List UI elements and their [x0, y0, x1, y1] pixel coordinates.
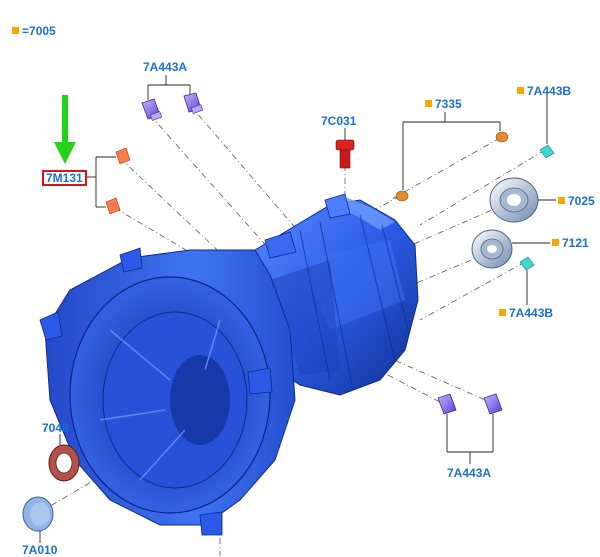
label-plug-top-right-text: 7A443B [527, 84, 572, 98]
label-highlighted-part: 7M131 [42, 170, 87, 186]
seal-large [489, 177, 539, 223]
square-marker-icon [517, 87, 524, 94]
fitting-top-right [539, 144, 555, 159]
label-plug-mid-right: 7A443B [499, 306, 553, 320]
bolt-top-right [183, 92, 204, 114]
label-front-seal: 7048 [42, 421, 69, 435]
label-plug-pair: 7335 [425, 97, 462, 111]
vent-plug [335, 139, 355, 169]
bolt-7m131-lower [105, 197, 121, 215]
legend: =7005 [12, 24, 56, 38]
square-marker-icon [552, 239, 559, 246]
drain-plug-upper [495, 131, 509, 143]
drain-plug-lower [395, 190, 409, 202]
legend-code: 7005 [29, 24, 56, 38]
label-seal-small-text: 7121 [562, 236, 589, 250]
square-marker-icon [558, 197, 565, 204]
transmission-housing [39, 193, 419, 536]
callout-brackets [39, 75, 556, 543]
front-seal [48, 444, 80, 482]
label-cap-plug: 7A010 [22, 543, 58, 557]
label-plug-top-right: 7A443B [517, 84, 571, 98]
bolt-7m131-upper [115, 147, 131, 165]
square-marker-icon [425, 100, 432, 107]
label-top-bolts: 7A443A [143, 60, 188, 74]
label-bottom-bolts: 7A443A [447, 466, 492, 480]
seal-small [471, 229, 513, 269]
legend-equals: = [22, 24, 30, 38]
label-plug-pair-text: 7335 [435, 97, 462, 111]
cap-plug [22, 496, 54, 532]
bolt-top-left [141, 98, 163, 121]
label-seal-large: 7025 [558, 194, 595, 208]
bolt-bottom-right [483, 393, 503, 415]
square-marker-icon [12, 27, 19, 34]
label-seal-large-text: 7025 [568, 194, 595, 208]
square-marker-icon [499, 309, 506, 316]
label-plug-mid-right-text: 7A443B [509, 306, 554, 320]
bolt-bottom-left [437, 393, 457, 415]
label-vent: 7C031 [321, 114, 357, 128]
down-arrow-icon [54, 95, 76, 164]
label-seal-small: 7121 [552, 236, 589, 250]
fitting-mid-right [519, 256, 535, 271]
